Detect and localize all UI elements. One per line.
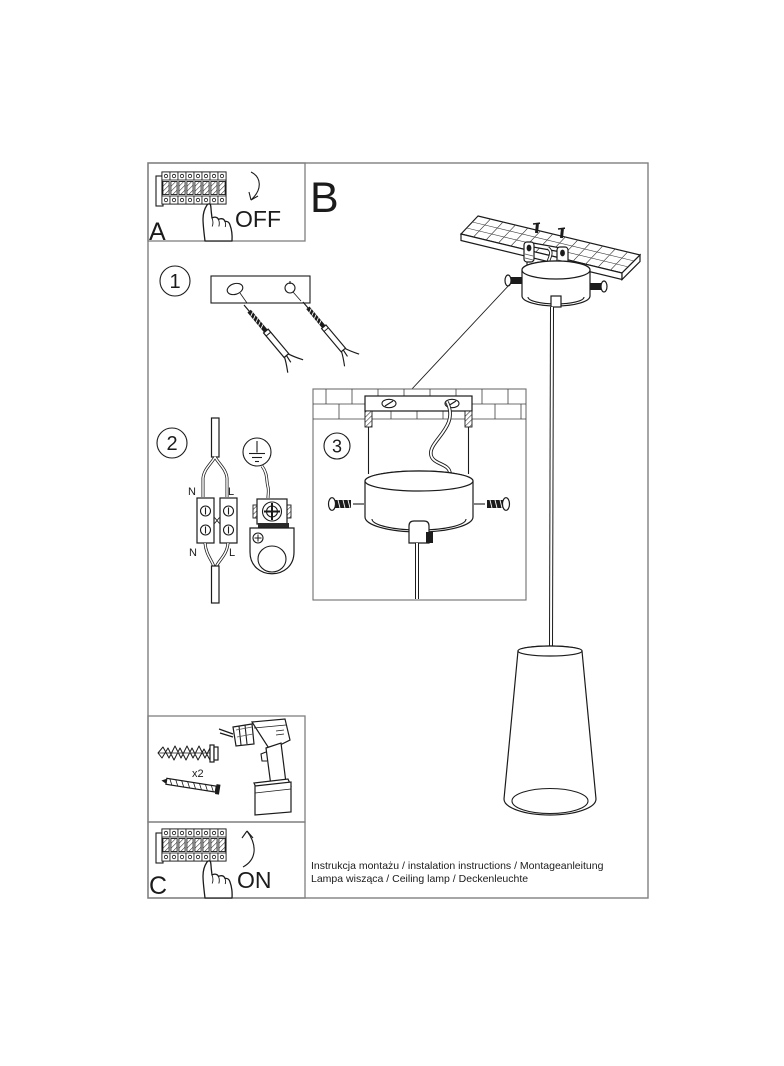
footer-line-1: Instrukcja montażu / instalation instruc…	[311, 860, 604, 872]
wall-plug-horizontal-icon	[157, 744, 219, 763]
wall-plug-icon	[235, 297, 304, 374]
lamp-shade	[503, 645, 597, 816]
canopy	[504, 260, 608, 308]
power-on-panel: ON C	[149, 829, 272, 900]
wire-detail	[429, 401, 452, 475]
side-screw-right-icon	[474, 497, 511, 511]
breaker-strip-icon	[156, 829, 226, 863]
detail-leader-line	[410, 282, 512, 391]
ceiling-mount-illustration	[410, 215, 642, 816]
lamp-wires	[203, 542, 230, 568]
side-screw-left-icon	[327, 497, 364, 511]
earth-symbol-icon	[242, 437, 272, 467]
pendant-cord	[549, 306, 554, 647]
box-c-label: C	[149, 872, 167, 900]
cord-grip-bracket	[249, 527, 295, 575]
live-label-bottom: L	[229, 547, 235, 559]
on-label: ON	[237, 867, 272, 893]
wall-plug-icon	[295, 295, 360, 367]
on-arrow-icon	[241, 830, 255, 868]
supply-wires	[201, 456, 229, 497]
pointing-hand-icon	[202, 203, 233, 242]
mounting-screws-icon	[532, 222, 566, 239]
earth-wire	[260, 465, 270, 499]
step-1-number: 1	[169, 271, 180, 293]
cord-grip-detail	[408, 520, 433, 544]
step-2-badge	[156, 427, 188, 459]
canopy-detail	[364, 470, 474, 533]
step-1-badge	[159, 265, 191, 297]
anchor-quantity-label: x2	[192, 768, 204, 780]
power-off-panel: OFF A	[149, 172, 281, 246]
outer-frame	[147, 162, 649, 899]
step-3-badge	[323, 432, 351, 460]
supply-cable	[210, 417, 220, 458]
section-b-label: B	[310, 174, 339, 222]
box-a-label: A	[149, 218, 166, 246]
off-arrow-icon	[248, 171, 260, 201]
bracket-detail	[364, 395, 473, 474]
tools-panel: x2	[157, 718, 292, 816]
off-label: OFF	[235, 206, 281, 232]
step-1: 1	[159, 265, 360, 374]
drill-icon	[218, 718, 292, 816]
step-3: 3	[312, 388, 527, 601]
step-2: 2 N L N L	[156, 417, 295, 604]
live-label-top: L	[228, 486, 234, 498]
pointing-hand-icon	[202, 860, 233, 899]
footer-line-2: Lampa wisząca / Ceiling lamp / Deckenleu…	[311, 873, 528, 885]
terminal-blocks	[196, 497, 238, 544]
step-2-number: 2	[166, 433, 177, 455]
breaker-strip-icon	[156, 172, 226, 206]
lamp-cable	[210, 565, 220, 604]
earth-terminal	[252, 498, 292, 528]
neutral-label-top: N	[188, 486, 196, 498]
screw-icon	[161, 777, 221, 795]
step-3-number: 3	[332, 437, 342, 457]
neutral-label-bottom: N	[189, 547, 197, 559]
